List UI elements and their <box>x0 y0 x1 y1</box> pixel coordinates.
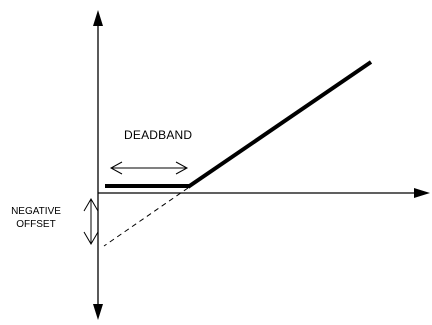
vertical-axis-top-arrowhead <box>93 10 103 26</box>
deadband-arrow-right-head <box>175 161 189 175</box>
deadband-arrow-left-head <box>109 161 123 175</box>
response-slope-line <box>186 60 373 189</box>
horizontal-axis-arrowhead <box>414 188 430 198</box>
negative-offset-label-line2: OFFSET <box>16 219 56 230</box>
vertical-axis-bottom-arrowhead <box>93 304 103 320</box>
deadband-label: DEADBAND <box>124 128 193 142</box>
offset-dashed-line <box>103 187 189 247</box>
negative-offset-label-line1: NEGATIVE <box>11 206 61 217</box>
negative-offset-label: NEGATIVE OFFSET <box>6 205 66 231</box>
negative-offset-arrow-top-head <box>83 198 99 212</box>
negative-offset-arrow-bottom-head <box>83 231 99 245</box>
